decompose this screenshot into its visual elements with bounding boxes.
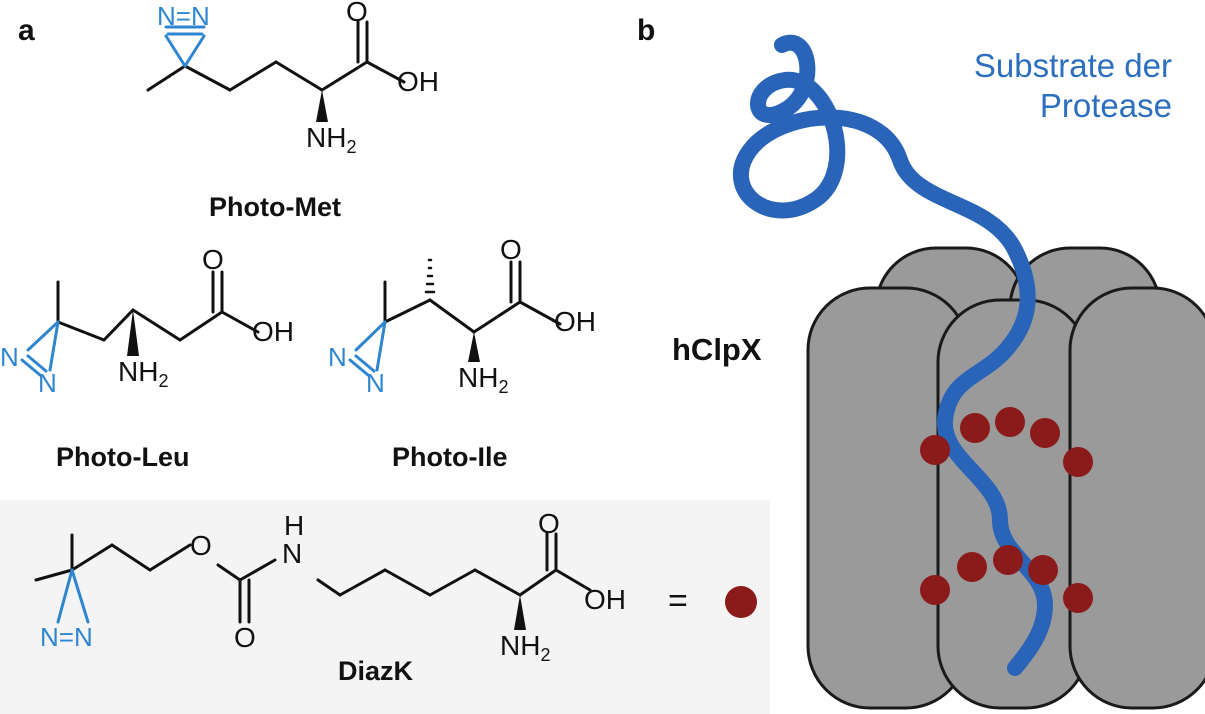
diazk-name: DiazK bbox=[338, 656, 414, 686]
photo-ile-name: Photo-Ile bbox=[392, 442, 508, 472]
diazk-structure bbox=[34, 532, 592, 630]
photo-ile-hydroxyl: OH bbox=[554, 306, 596, 337]
diazk-amine: NH2 bbox=[500, 630, 551, 665]
substrate-label: Substrate der Protease bbox=[880, 46, 1172, 126]
photo-ile-nitrogen-top: N bbox=[328, 342, 347, 372]
legend-equals: = bbox=[668, 582, 688, 620]
diazk-oxygen-top: O bbox=[538, 508, 560, 539]
hclpx-subunits bbox=[806, 246, 1205, 710]
photo-leu-name: Photo-Leu bbox=[56, 442, 190, 472]
photo-leu-amine: NH2 bbox=[118, 356, 169, 391]
photo-ile-structure bbox=[348, 258, 562, 377]
crosslinker-dots bbox=[920, 407, 1093, 613]
photo-met-structure bbox=[146, 20, 406, 122]
photo-met-oxygen: O bbox=[346, 0, 368, 27]
photo-met-hydroxyl: OH bbox=[397, 66, 439, 97]
substrate-label-line1: Substrate der bbox=[973, 47, 1172, 84]
photo-leu-nitrogen-top: N bbox=[0, 342, 19, 372]
photo-ile-oxygen: O bbox=[500, 234, 522, 265]
hclpx-label: hClpX bbox=[672, 332, 762, 367]
panel-label-a: a bbox=[18, 14, 35, 47]
diazk-diazirine: N=N bbox=[40, 622, 93, 652]
photo-leu-oxygen: O bbox=[202, 244, 224, 275]
diazk-amide-nitrogen: N bbox=[282, 538, 303, 569]
diazk-hydroxyl: OH bbox=[584, 584, 626, 615]
photo-met-name: Photo-Met bbox=[209, 192, 341, 222]
substrate-label-line2: Protease bbox=[1039, 87, 1172, 124]
photo-ile-amine: NH2 bbox=[458, 362, 509, 397]
photo-met-amine: NH2 bbox=[306, 122, 357, 157]
substrate-chain bbox=[732, 34, 1054, 676]
photo-leu-structure bbox=[20, 270, 260, 377]
subunit-front-middle bbox=[936, 298, 1090, 710]
diazk-ester-oxygen: O bbox=[190, 530, 212, 561]
photo-ile-nitrogen-bottom: N bbox=[366, 368, 385, 398]
photo-met-diazirine: N=N bbox=[157, 1, 210, 31]
photo-leu-nitrogen-bottom: N bbox=[38, 368, 57, 398]
diazk-amide-hydrogen: H bbox=[284, 510, 305, 541]
crosslinker-legend-dot bbox=[725, 586, 757, 618]
subunit-front-right bbox=[1068, 286, 1205, 710]
diazk-carbonyl-oxygen: O bbox=[234, 622, 256, 653]
panel-label-b: b bbox=[637, 14, 656, 47]
photo-leu-hydroxyl: OH bbox=[252, 316, 294, 347]
diazk-background bbox=[0, 500, 770, 714]
